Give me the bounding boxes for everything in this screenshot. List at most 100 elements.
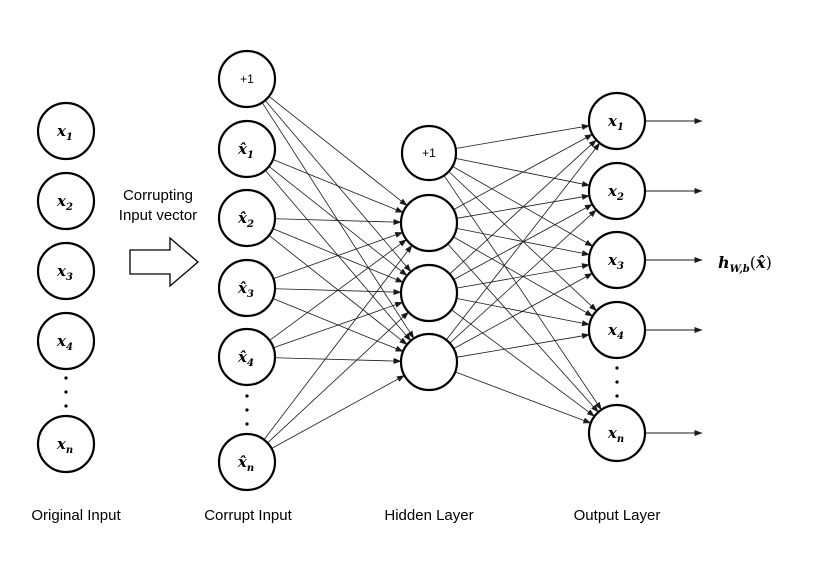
edge <box>274 218 402 226</box>
output-node-2 <box>587 161 647 221</box>
edge <box>452 166 594 247</box>
hidden-unit-2 <box>399 263 459 323</box>
original-label-n: xn <box>56 435 73 456</box>
output-function-base: h <box>718 253 730 272</box>
caption-output-layer: Output Layer <box>574 507 661 524</box>
caption-corrupt-input: Corrupt Input <box>204 507 292 524</box>
edge <box>274 357 402 365</box>
output-label-4-base: x <box>607 321 618 339</box>
corrupt-label-1-base: x̂ <box>237 140 248 158</box>
output-label-n-subscript: n <box>617 434 624 445</box>
edge <box>449 139 597 275</box>
edge <box>453 134 593 210</box>
corrupt-ellipsis-dot <box>245 394 249 398</box>
corrupting-label-line1: Corrupting <box>123 187 193 204</box>
edge <box>269 239 407 341</box>
original-label-4-base: x <box>56 332 67 350</box>
hidden-unit-1 <box>399 193 459 253</box>
output-ellipsis-dot <box>615 366 619 370</box>
original-label-3: x3 <box>56 262 73 283</box>
original-label-n-subscript: n <box>66 445 73 456</box>
corrupting-label-line2: Input vector <box>119 207 197 224</box>
output-node-1 <box>587 91 647 151</box>
output-label-n-base: x <box>607 424 618 442</box>
output-ellipsis <box>615 366 619 398</box>
output-ellipsis-dot <box>615 394 619 398</box>
edge <box>268 96 408 206</box>
edge <box>449 209 597 344</box>
hidden-bias-node <box>400 124 458 182</box>
corrupt-ellipsis <box>245 394 249 426</box>
edge <box>443 175 602 411</box>
edge <box>456 332 590 358</box>
output-label-2-base: x <box>607 182 618 200</box>
original-label-1: x1 <box>56 122 73 143</box>
output-node-4 <box>587 300 647 360</box>
corrupt-label-n-base: x̂ <box>237 453 248 471</box>
output-label-1-subscript: 1 <box>617 122 624 133</box>
original-ellipsis <box>64 376 68 408</box>
output-label-4-subscript: 4 <box>617 331 624 342</box>
output-node-n <box>587 403 647 463</box>
original-label-2-subscript: 2 <box>65 202 73 213</box>
original-node-n <box>36 414 96 474</box>
output-function-subscript: W,b <box>730 264 750 275</box>
caption-original-input: Original Input <box>31 507 121 524</box>
corrupt-label-4-subscript: 4 <box>247 358 254 369</box>
output-function-open-paren: ( <box>750 253 756 272</box>
annotations: Corrupting Input vector Original Input C… <box>31 187 771 524</box>
original-node-3 <box>36 241 96 301</box>
corrupt-node-1 <box>217 119 277 179</box>
output-label-1-base: x <box>607 112 618 130</box>
edge <box>445 142 601 341</box>
corrupt-label-3: x̂3 <box>237 279 254 300</box>
output-label-n: xn <box>607 424 624 445</box>
caption-hidden-layer: Hidden Layer <box>384 507 473 524</box>
original-label-1-base: x <box>56 122 67 140</box>
output-label-3-base: x <box>607 251 618 269</box>
connections <box>261 96 703 449</box>
output-label-2-subscript: 2 <box>616 192 624 203</box>
edge <box>453 273 593 349</box>
corrupt-bias-node <box>217 49 277 109</box>
edge <box>268 166 408 276</box>
original-ellipsis-dot <box>64 404 68 408</box>
edge <box>456 298 591 327</box>
output-node-3 <box>587 230 647 290</box>
corrupt-node-2 <box>217 188 277 248</box>
edge <box>272 159 404 213</box>
output-function-label: hW,b(x̂) <box>718 253 772 275</box>
corrupt-label-1: x̂1 <box>237 140 254 161</box>
corrupting-arrow-icon <box>129 236 199 288</box>
edge <box>455 371 592 424</box>
corrupt-node-3 <box>217 258 277 318</box>
corrupt-label-n-subscript: n <box>247 463 254 474</box>
output-label-3: x3 <box>607 251 624 272</box>
corrupt-label-2: x̂2 <box>237 209 254 230</box>
edge <box>451 309 595 417</box>
original-label-3-subscript: 3 <box>66 272 73 283</box>
hidden-bias-label: +1 <box>422 146 436 160</box>
corrupt-node-n <box>217 432 277 492</box>
edge <box>263 244 413 440</box>
original-node-1 <box>36 101 96 161</box>
original-label-2-base: x <box>56 192 67 210</box>
output-label-4: x4 <box>607 321 624 342</box>
corrupt-label-3-subscript: 3 <box>247 289 254 300</box>
corrupt-label-4: x̂4 <box>237 348 254 369</box>
corrupt-label-4-base: x̂ <box>237 348 248 366</box>
output-label-3-subscript: 3 <box>617 261 624 272</box>
edge <box>274 288 402 296</box>
corrupt-label-1-subscript: 1 <box>247 150 254 161</box>
corrupt-bias-label: +1 <box>240 72 254 86</box>
original-label-2: x2 <box>56 192 73 213</box>
original-label-4: x4 <box>56 332 73 353</box>
original-label-1-subscript: 1 <box>66 132 73 143</box>
original-ellipsis-dot <box>64 390 68 394</box>
edge <box>273 301 404 349</box>
original-label-4-subscript: 4 <box>66 342 73 353</box>
output-label-1: x1 <box>607 112 624 133</box>
corrupt-label-n: x̂n <box>237 453 254 474</box>
